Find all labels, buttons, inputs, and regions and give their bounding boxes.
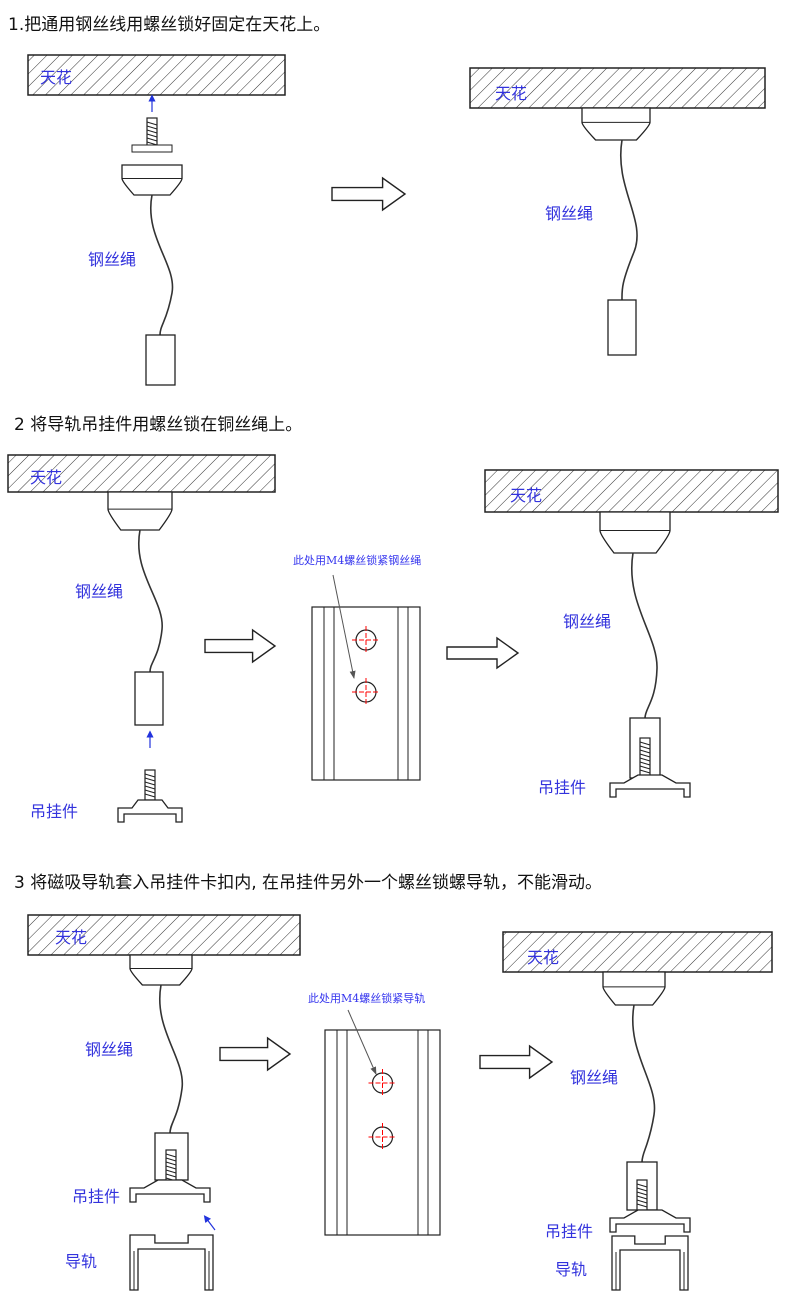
screw-thread xyxy=(144,781,156,786)
screw-thread xyxy=(636,1203,648,1208)
wire-end-block xyxy=(134,671,164,726)
steel-wire-rope xyxy=(631,552,658,719)
hanger-label: 吊挂件 xyxy=(545,1222,594,1241)
screw-thread xyxy=(144,773,156,778)
screw-thread xyxy=(636,1195,648,1200)
screw-thread xyxy=(636,1183,648,1188)
screw-thread xyxy=(165,1165,177,1170)
magnetic-rail-profile xyxy=(129,1234,214,1291)
screw-thread xyxy=(636,1199,648,1204)
ceiling-label: 天花 xyxy=(55,928,88,947)
screw-thread xyxy=(144,785,156,790)
wire-end-block xyxy=(145,334,176,386)
screw-thread xyxy=(639,769,651,774)
screw-thread xyxy=(144,793,156,798)
screw-thread xyxy=(636,1187,648,1192)
hanger-bracket xyxy=(117,799,183,823)
screw-thread xyxy=(165,1173,177,1178)
step-3-title: 3 将磁吸导轨套入吊挂件卡扣内, 在吊挂件另外一个螺丝锁螺导轨，不能滑动。 xyxy=(14,873,603,893)
ceiling-slab xyxy=(27,914,301,956)
rail-label: 导轨 xyxy=(65,1252,98,1271)
ceiling-mount-cup xyxy=(107,491,173,531)
hanger-label: 吊挂件 xyxy=(72,1187,121,1206)
wire-rope-label: 钢丝绳 xyxy=(85,1040,134,1059)
ceiling-label: 天花 xyxy=(40,68,73,87)
screw-thread xyxy=(639,753,651,758)
ceiling-slab xyxy=(469,67,766,109)
wire-rope-label: 钢丝绳 xyxy=(563,612,612,631)
ceiling-label: 天花 xyxy=(495,84,528,103)
callout-arrow xyxy=(332,574,356,679)
callout-arrow xyxy=(347,1009,377,1075)
screw-thread xyxy=(165,1169,177,1174)
screw-thread xyxy=(639,761,651,766)
ceiling-slab xyxy=(27,54,286,96)
steel-wire-rope xyxy=(149,194,174,336)
hanger-label: 吊挂件 xyxy=(30,802,79,821)
ceiling-mount-cup xyxy=(599,511,671,554)
screw-thread xyxy=(146,137,158,142)
hanger-bracket xyxy=(609,1209,691,1233)
ceiling-label: 天花 xyxy=(30,468,63,487)
screw-thread xyxy=(146,129,158,134)
wire-end-block xyxy=(607,299,637,356)
ceiling-slab xyxy=(502,931,773,973)
next-step-arrow-icon xyxy=(204,628,277,664)
screw-thread xyxy=(636,1191,648,1196)
washer xyxy=(131,144,173,153)
ceiling-mount-cup xyxy=(581,107,651,141)
hanger-bracket xyxy=(129,1179,211,1203)
screw-thread xyxy=(144,777,156,782)
steel-wire-rope xyxy=(620,139,638,301)
steel-wire-rope xyxy=(158,984,184,1134)
wire-rope-label: 钢丝绳 xyxy=(570,1068,619,1087)
next-step-arrow-icon xyxy=(219,1036,292,1072)
wire-rope-label: 钢丝绳 xyxy=(75,582,124,601)
screw-thread xyxy=(639,745,651,750)
next-step-arrow-icon xyxy=(479,1044,554,1080)
insert-direction-arrow-icon xyxy=(203,1215,216,1231)
screw-thread xyxy=(639,749,651,754)
screw-thread xyxy=(146,125,158,130)
screw-thread xyxy=(165,1161,177,1166)
hanger-label: 吊挂件 xyxy=(538,778,587,797)
step-1-title: 1.把通用钢丝线用螺丝锁好固定在天花上。 xyxy=(8,15,331,35)
hanger-bracket xyxy=(609,774,691,798)
steel-wire-rope xyxy=(137,529,163,673)
next-step-arrow-icon xyxy=(331,176,407,212)
ceiling-mount-cup xyxy=(602,971,666,1006)
screw-thread xyxy=(146,133,158,138)
m4-screw-note: 此处用M4螺丝锁紧钢丝绳 xyxy=(293,554,422,567)
ceiling-slab xyxy=(7,454,276,493)
ceiling-label: 天花 xyxy=(527,948,560,967)
screw-thread xyxy=(165,1153,177,1158)
ceiling-mount-cup xyxy=(129,954,193,986)
screw-thread xyxy=(165,1157,177,1162)
ceiling-slab xyxy=(484,469,779,513)
wire-rope-label: 钢丝绳 xyxy=(545,204,594,223)
screw-thread xyxy=(639,765,651,770)
next-step-arrow-icon xyxy=(446,636,520,670)
ceiling-mount-cup xyxy=(121,164,183,196)
rail-label: 导轨 xyxy=(555,1260,588,1279)
screw-thread xyxy=(146,121,158,126)
wire-rope-label: 钢丝绳 xyxy=(88,250,137,269)
screw-thread xyxy=(639,741,651,746)
magnetic-rail-profile xyxy=(611,1235,689,1291)
screw-thread xyxy=(639,757,651,762)
screw-thread xyxy=(144,789,156,794)
step-2-title: 2 将导轨吊挂件用螺丝锁在铜丝绳上。 xyxy=(14,415,303,435)
steel-wire-rope xyxy=(632,1004,656,1163)
m4-screw-note: 此处用M4螺丝锁紧导轨 xyxy=(308,992,426,1005)
ceiling-label: 天花 xyxy=(510,486,543,505)
